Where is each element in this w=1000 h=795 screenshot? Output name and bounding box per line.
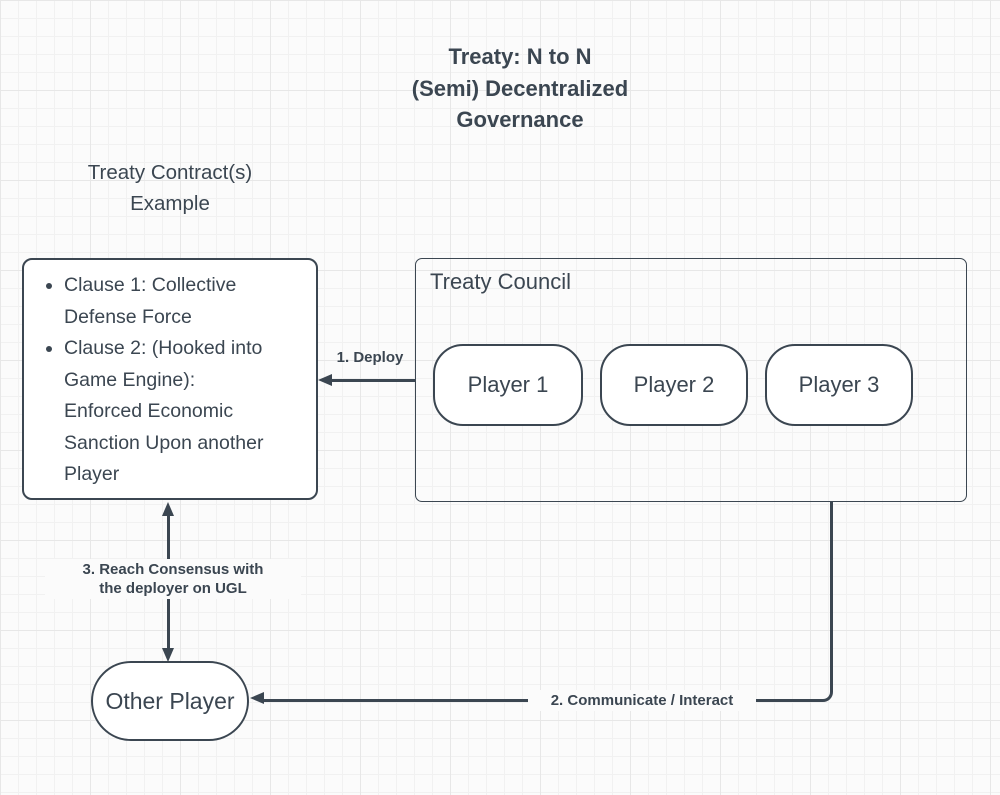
clause-item-2: Clause 2: (Hooked into Game Engine): Enf… — [64, 333, 264, 491]
contract-example-label: Treaty Contract(s) Example — [87, 161, 253, 215]
communicate-arrowhead-icon — [250, 692, 264, 704]
clause-list: Clause 1: Collective Defense Force Claus… — [24, 270, 316, 491]
treaty-council-label: Treaty Council — [430, 269, 572, 294]
deploy-arrow-line — [330, 379, 415, 382]
player-1-node: Player 1 — [433, 344, 583, 426]
communicate-arrow-line — [262, 502, 833, 702]
consensus-arrowhead-down-icon — [162, 648, 174, 662]
player-3-node: Player 3 — [765, 344, 913, 426]
deploy-arrow-label: 1. Deploy — [336, 349, 404, 366]
treaty-contract-node: Clause 1: Collective Defense Force Claus… — [22, 258, 318, 500]
consensus-arrowhead-up-icon — [162, 502, 174, 516]
deploy-arrowhead-icon — [318, 374, 332, 386]
treaty-council-node — [415, 258, 967, 502]
diagram-title: Treaty: N to N (Semi) Decentralized Gove… — [411, 44, 629, 132]
consensus-arrow-label: 3. Reach Consensus with the deployer on … — [45, 559, 301, 599]
clause-item-1: Clause 1: Collective Defense Force — [64, 270, 264, 333]
player-2-node: Player 2 — [600, 344, 748, 426]
other-player-node: Other Player — [91, 661, 249, 741]
communicate-arrow-label: 2. Communicate / Interact — [528, 690, 756, 711]
